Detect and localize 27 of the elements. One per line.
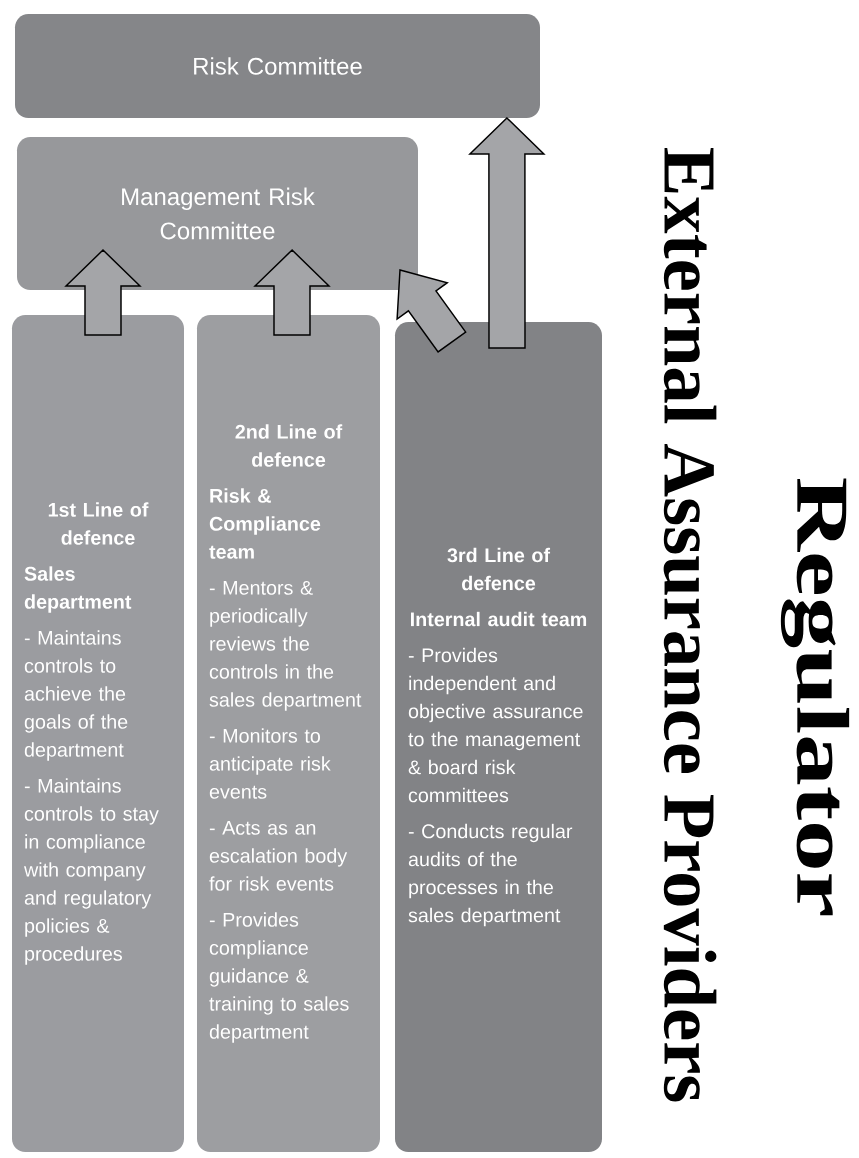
subheading: Internal audit team xyxy=(411,611,587,627)
heading: 1st Line of defence xyxy=(48,502,149,545)
box-title: Risk Committee xyxy=(194,57,362,75)
column-box xyxy=(395,322,602,1152)
block-arrow xyxy=(253,249,331,336)
bullet-text: - Monitors to anticipate risk events xyxy=(209,728,331,799)
heading: 2nd Line of defence xyxy=(235,424,343,467)
block-arrow xyxy=(396,269,467,353)
column-box xyxy=(197,315,380,1152)
bullet-text: - Provides compliance guidance & training to sales department xyxy=(209,912,349,1043)
column-box xyxy=(15,14,540,118)
column-box xyxy=(17,137,418,290)
box-title: Management Risk Committee xyxy=(122,187,315,240)
vertical-label: Regulator xyxy=(780,478,850,916)
heading: 3rd Line of defence xyxy=(447,547,551,591)
vertical-label: External Assurance Providers xyxy=(663,147,717,1102)
bullet-text: - Maintains controls to achieve the goals of the department xyxy=(24,630,128,761)
column-box xyxy=(12,315,184,1152)
bullet-text: - Provides independent and objective assurance to the management & board risk committees xyxy=(408,647,583,803)
subheading: Sales department xyxy=(24,566,132,613)
block-arrow xyxy=(64,249,142,336)
block-arrow xyxy=(468,117,546,349)
subheading: Risk & Compliance team xyxy=(209,488,321,559)
bullet-text: - Acts as an escalation body for risk events xyxy=(209,821,348,891)
bullet-text: - Maintains controls to stay in compliance with company and regulatory policies & procedures xyxy=(24,778,159,965)
bullet-text: - Mentors & periodically reviews the controls in the sales department xyxy=(209,580,362,711)
bullet-text: - Conducts regular audits of the processes in the sales department xyxy=(408,823,573,927)
